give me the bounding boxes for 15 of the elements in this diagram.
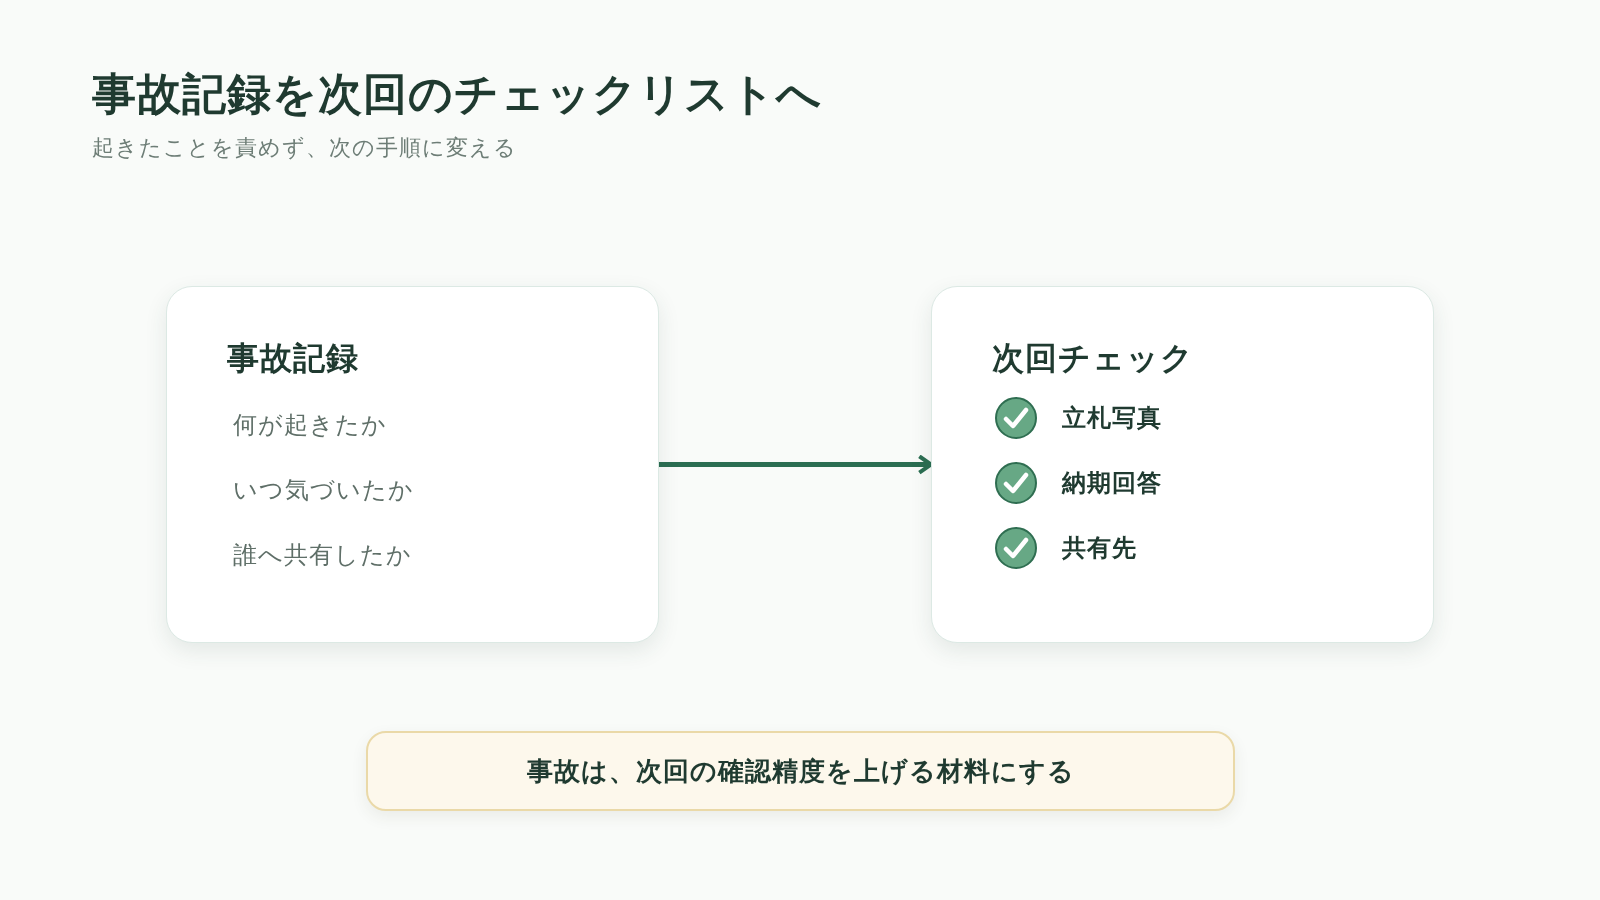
note-text: 事故は、次回の確認精度を上げる材料にする: [526, 755, 1075, 788]
card: [931, 286, 1434, 643]
note-banner: [366, 731, 1235, 811]
checklist-item: 納期回答: [1062, 468, 1162, 499]
list-item: 何が起きたか: [233, 410, 387, 441]
subtitle-text: 起きたことを責めず、次の手順に変える: [92, 134, 517, 162]
card-heading: 事故記録: [227, 338, 359, 378]
card: [166, 286, 659, 643]
slide-title: 事故記録を次回のチェックリストへ: [92, 67, 822, 121]
list-item: 誰へ共有したか: [233, 540, 412, 571]
checklist-item: 立札写真: [1062, 403, 1162, 434]
list-item: いつ気づいたか: [233, 475, 414, 506]
card-heading: 次回チェック: [992, 338, 1194, 378]
arrow: [659, 455, 933, 474]
checklist-item: 共有先: [1062, 533, 1137, 564]
